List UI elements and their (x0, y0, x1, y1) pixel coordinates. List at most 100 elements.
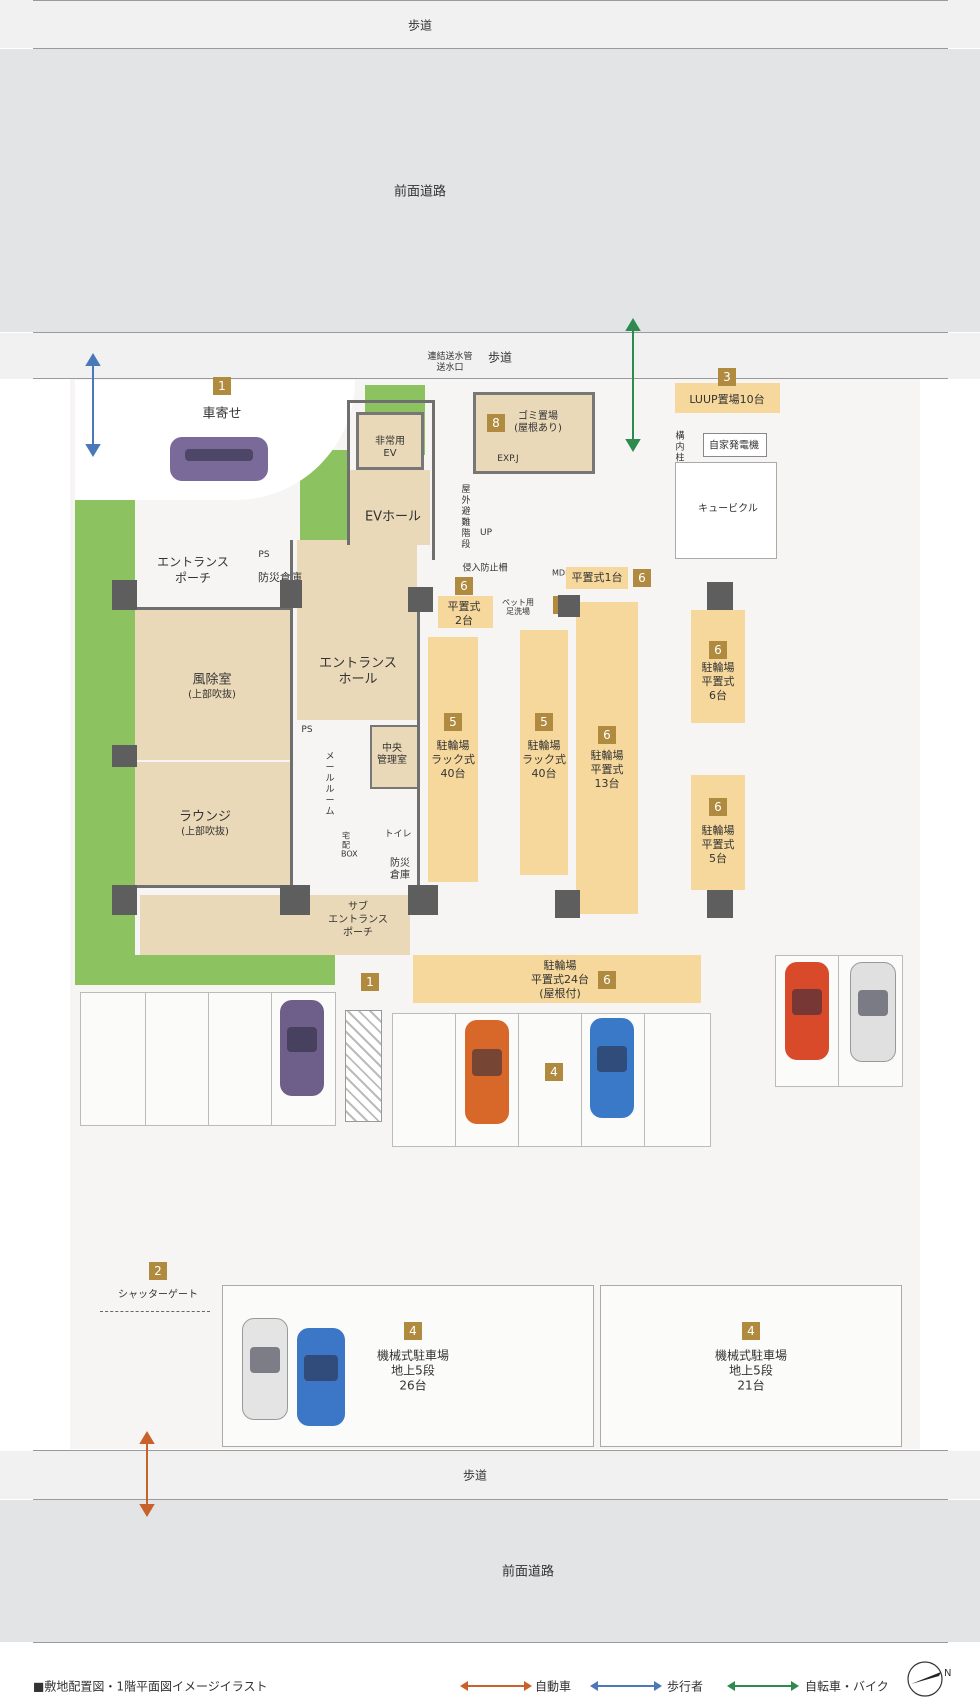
legend-car-arrow (460, 1681, 532, 1691)
garden-bottom (75, 955, 335, 985)
car-white (850, 962, 896, 1062)
wall (432, 400, 435, 560)
legend-pedestrian-label: 歩行者 (667, 1679, 704, 1694)
badge-rack2: 5 (535, 713, 553, 731)
pillar (280, 580, 302, 608)
badge-garbage: 8 (487, 414, 505, 432)
rack2-label: 駐輪場 ラック式 40台 (522, 739, 566, 780)
flat5-label: 駐輪場 平置式 5台 (701, 824, 735, 865)
car-purple-top (170, 437, 268, 481)
sidewalk-bottom-label: 歩道 (462, 1468, 488, 1483)
legend-car-label: 自動車 (535, 1679, 572, 1694)
car-purple (280, 1000, 324, 1096)
sub-porch (140, 895, 410, 955)
badge-rack1: 5 (444, 713, 462, 731)
badge-carport: 1 (213, 377, 231, 395)
badge-flat1: 6 (633, 569, 651, 587)
outdoor-stairs-label: 屋外避難階段 (461, 485, 471, 550)
badge-sub-porch: 1 (361, 973, 379, 991)
generator-label: 自家発電機 (709, 440, 759, 452)
flat2-label: 平置式 2台 (447, 600, 481, 627)
intrusion-fence-label: 侵入防止柵 (462, 563, 508, 574)
wall (347, 400, 435, 403)
pillar (707, 582, 733, 610)
front-road-bottom-label: 前面道路 (501, 1564, 555, 1580)
pillar (112, 745, 137, 767)
bike-rack-2 (520, 630, 568, 875)
flat6-label: 駐輪場 平置式 6台 (701, 661, 735, 702)
shutter-gate-label: シャッターゲート (118, 1289, 198, 1301)
ps-label-1: PS (258, 550, 270, 560)
road-edge-line (33, 378, 948, 379)
bike-flat-1 (566, 567, 628, 589)
lounge-room (135, 762, 290, 887)
hatch-zone (345, 1010, 382, 1122)
pet-label: ペット用 足洗場 (502, 598, 534, 616)
pedestrian-arrow (85, 353, 101, 457)
mdf-label: MDF (552, 568, 570, 578)
pillar (280, 885, 310, 915)
ev-hall-label: EVホール (364, 509, 422, 525)
badge-luup: 3 (718, 368, 736, 386)
road-edge-line (33, 48, 948, 49)
pillar (408, 587, 433, 612)
mech2-label: 機械式駐車場 地上5段 21台 (714, 1348, 788, 1393)
road-edge-line (33, 1499, 948, 1500)
mech-parking-2 (600, 1285, 902, 1447)
badge-mech1: 4 (404, 1322, 422, 1340)
sidewalk-mid-label: 歩道 (487, 350, 513, 365)
front-road-bottom (0, 1500, 980, 1642)
luup-label: LUUP置場10台 (689, 393, 765, 406)
windbreak-label: 風除室 (192, 672, 232, 688)
caption: ■敷地配置図・1階平面図イメージイラスト (33, 1679, 268, 1694)
wall (290, 540, 293, 890)
mech1-label: 機械式駐車場 地上5段 26台 (376, 1348, 450, 1393)
flat1-label: 平置式1台 (571, 571, 623, 584)
bike-flat-24 (413, 955, 701, 1003)
rack1-label: 駐輪場 ラック式 40台 (431, 739, 475, 780)
parking-bay (644, 1013, 711, 1147)
parking-bay (208, 992, 273, 1126)
cubicle-label: キュービクル (698, 503, 758, 515)
road-edge-line (33, 0, 948, 1)
sub-porch-label: サブ エントランス ポーチ (328, 901, 388, 939)
bike-flat-5 (691, 775, 745, 890)
badge-flat6: 6 (709, 641, 727, 659)
flat24-label: 駐輪場 平置式24台 (屋根付) (531, 959, 589, 1000)
badge-flat2: 6 (455, 577, 473, 595)
pillar (555, 890, 580, 918)
exp-label: EXP.J (497, 454, 519, 464)
front-road-top (0, 49, 980, 332)
bike-flat-6 (691, 610, 745, 723)
road-edge-line (33, 332, 948, 333)
toilet-label: トイレ (384, 829, 412, 840)
sidewalk-mid (0, 333, 980, 379)
badge-mech2: 4 (742, 1322, 760, 1340)
luup-area (675, 383, 780, 413)
sidewalk-top-label: 歩道 (407, 18, 433, 33)
up-label: UP (479, 528, 493, 538)
entrance-porch-label: エントランス ポーチ (157, 555, 229, 585)
wall (417, 590, 420, 890)
pillar (112, 580, 137, 610)
car-blue (590, 1018, 634, 1118)
legend-bike-label: 自転車・バイク (805, 1679, 889, 1694)
emergency-ev-label: 非常用 EV (375, 436, 405, 459)
road-edge-line (33, 1450, 948, 1451)
wall (135, 607, 290, 610)
compass-north-label: N (944, 1668, 952, 1679)
wall (135, 885, 295, 888)
parking-bay (145, 992, 210, 1126)
water-inlet-label: 連結送水管 送水口 (427, 352, 473, 373)
wall (347, 400, 350, 545)
car-red (785, 962, 829, 1060)
car-blue-2 (297, 1328, 345, 1426)
car-white-2 (242, 1318, 288, 1420)
bike-flat-2 (438, 596, 493, 628)
sidewalk-top (0, 0, 980, 48)
flat13-label: 駐輪場 平置式 13台 (590, 749, 624, 790)
carport-label: 車寄せ (202, 406, 242, 422)
garbage-label: ゴミ置場 (屋根あり) (514, 411, 562, 434)
garbage-room (473, 392, 595, 474)
windbreak-sub-label: (上部吹抜) (188, 689, 236, 701)
